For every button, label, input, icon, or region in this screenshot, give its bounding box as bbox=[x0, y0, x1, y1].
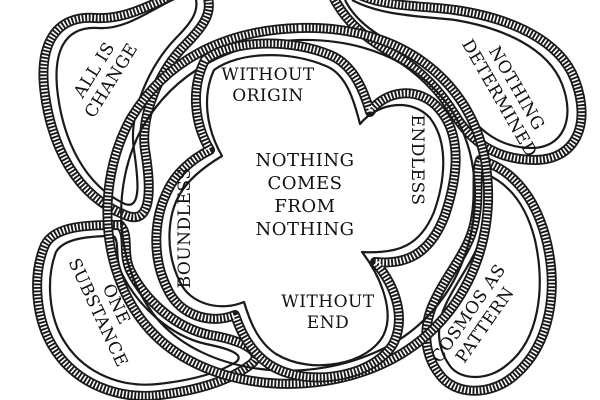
inner-bottom-line-1: WITHOUT bbox=[281, 292, 375, 312]
inner-label-bottom: WITHOUT END bbox=[281, 292, 375, 333]
center-line-2: COMES bbox=[268, 173, 343, 194]
outer-petal-bottom-left bbox=[32, 220, 261, 400]
outer-label-top-left: ALL IS CHANGE bbox=[69, 39, 142, 122]
inner-bottom-line-2: END bbox=[307, 313, 349, 333]
inner-top-line-2: ORIGIN bbox=[232, 86, 304, 106]
inner-flower bbox=[151, 38, 461, 383]
inner-top-line-1: WITHOUT bbox=[221, 65, 315, 85]
inner-right-line-1: ENDLESS bbox=[407, 114, 427, 205]
inner-label-right: ENDLESS bbox=[407, 114, 427, 205]
center-text: NOTHING COMES FROM NOTHING bbox=[256, 150, 355, 240]
inner-left-line-1: BOUNDLESS bbox=[175, 168, 195, 289]
inner-label-top: WITHOUT ORIGIN bbox=[221, 65, 315, 106]
outer-petal-top-left bbox=[38, 0, 214, 223]
center-line-4: NOTHING bbox=[256, 219, 355, 240]
center-line-3: FROM bbox=[274, 196, 335, 217]
center-line-1: NOTHING bbox=[256, 150, 355, 171]
inner-label-left: BOUNDLESS bbox=[175, 168, 195, 289]
